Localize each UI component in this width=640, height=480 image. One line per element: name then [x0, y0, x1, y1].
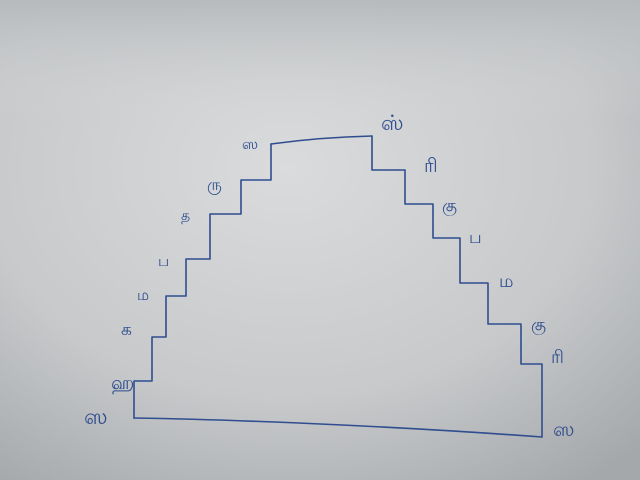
label-left-5: த [181, 208, 190, 224]
label-right-6: ரி [551, 347, 564, 368]
label-right-1: ரி [424, 155, 438, 177]
label-right-3: ப [469, 228, 482, 248]
label-right-5: கு [531, 315, 546, 335]
label-right-2: கு [442, 196, 457, 216]
label-left-bottom: ஸ [84, 405, 108, 430]
label-left-6: ரு [207, 175, 222, 195]
label-right-bottom: ஸ [553, 417, 574, 441]
note-labels: ஸ ஹ க ம ப த ரு ஸ ஸ் ரி கு ப ம கு ரி ஸ [84, 111, 574, 441]
label-right-4: ம [499, 271, 513, 292]
staircase-right-steps [371, 135, 543, 438]
label-left-3: ம [137, 286, 149, 304]
label-left-1: ஹ [111, 372, 134, 394]
label-right-top: ஸ் [381, 111, 404, 135]
staircase-drawing [133, 135, 543, 438]
staircase-top-line [270, 135, 373, 145]
label-left-2: க [121, 320, 132, 340]
label-left-top: ஸ [242, 135, 258, 153]
staircase-left-steps [133, 143, 272, 419]
label-left-4: ப [158, 252, 169, 270]
staircase-base-line [133, 417, 543, 438]
